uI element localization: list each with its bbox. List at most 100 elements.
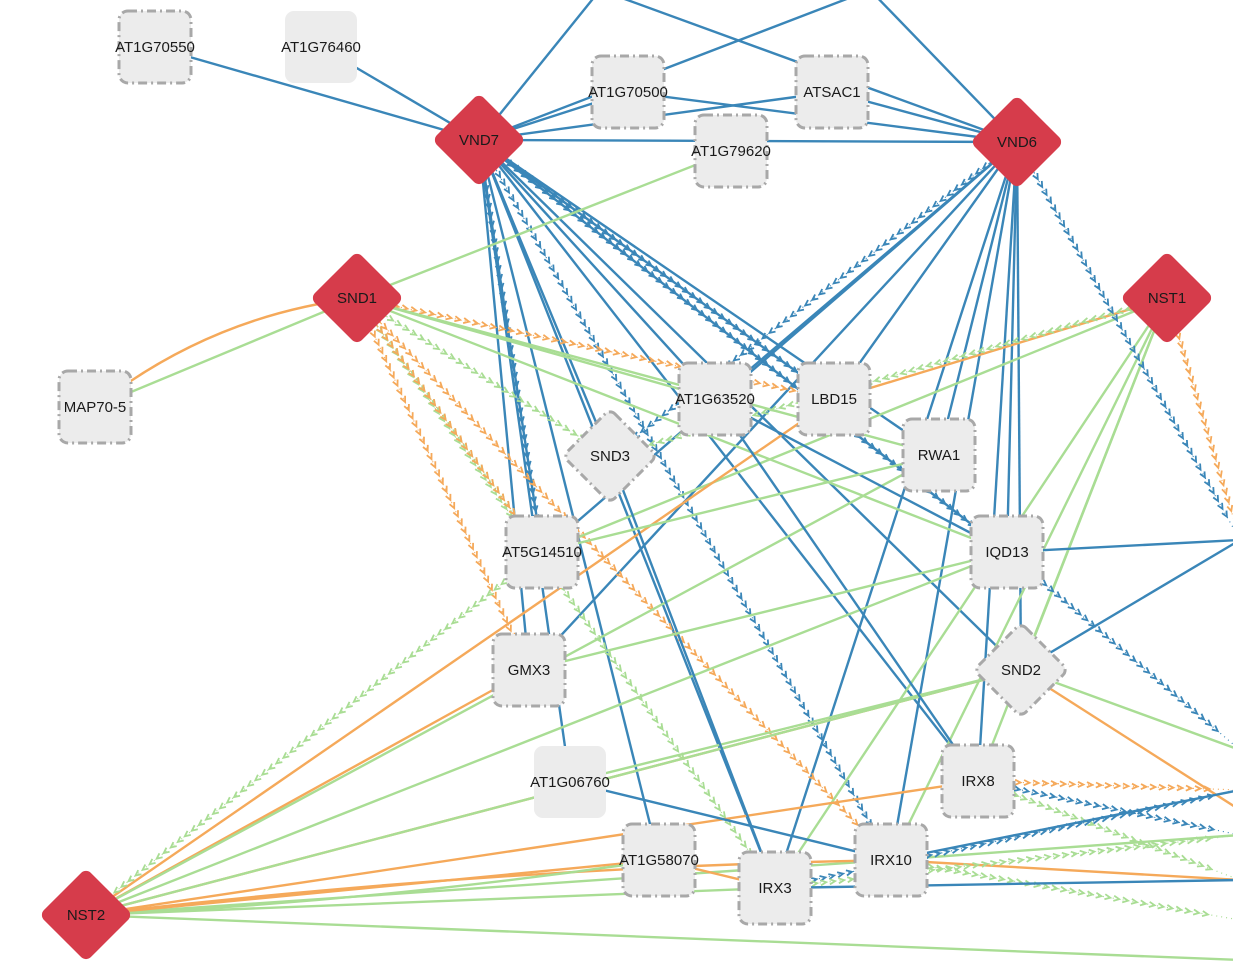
edge-arrowhead (1124, 337, 1132, 346)
edge-arrowhead (1074, 608, 1083, 616)
node-IRX10[interactable]: IRX10 (853, 822, 929, 898)
edge-arrowhead (376, 326, 384, 335)
node-RWA1[interactable]: RWA1 (901, 417, 977, 493)
edge-AT5G14510-NST2[interactable] (85, 551, 543, 916)
edge-AT1G06760-IRX10[interactable] (569, 780, 892, 862)
edge-VND6-RWA1[interactable] (937, 141, 1019, 456)
edge-VND6-LBD15[interactable] (833, 141, 1018, 400)
edge-arrowhead (1075, 797, 1084, 805)
edge-VND6-offscreen[interactable] (1016, 141, 1233, 540)
edge-IRX10-offscreen[interactable] (890, 858, 1233, 881)
edge-IRX10-offscreen[interactable] (890, 834, 1233, 862)
edge-arrowhead (1189, 821, 1198, 829)
edge-VND7-GMX3[interactable] (477, 139, 531, 671)
node-AT1G70550[interactable]: AT1G70550 (115, 9, 195, 85)
edge-VND7-IRX8[interactable] (478, 139, 979, 782)
edge-arrowhead (729, 825, 737, 834)
node-AT5G14510[interactable]: AT5G14510 (502, 514, 582, 590)
node-AT1G06760[interactable]: AT1G06760 (530, 746, 610, 818)
edge-arrowhead (861, 811, 868, 820)
node-LBD15[interactable]: LBD15 (796, 361, 872, 437)
edge-IRX8-offscreen[interactable] (977, 780, 1233, 835)
edge-AT1G63520-IQD13[interactable] (714, 397, 1008, 554)
edge-VND6-GMX3[interactable] (528, 141, 1018, 671)
edge-NST1-IRX3[interactable] (774, 297, 1168, 889)
edge-NST1-LBD15[interactable] (833, 296, 1168, 401)
node-GMX3[interactable]: GMX3 (491, 632, 567, 708)
node-AT1G63520[interactable]: AT1G63520 (675, 361, 755, 437)
edge-arrowhead (448, 394, 456, 403)
node-SND1[interactable]: SND1 (310, 251, 404, 345)
edge-AT1G58070-NST2[interactable] (85, 858, 660, 917)
edge-SND1-AT5G14510[interactable] (356, 297, 543, 553)
edge-arrowhead (1129, 835, 1138, 842)
edge-IQD13-NST2[interactable] (85, 550, 1008, 917)
edge-IQD13-offscreen[interactable] (1006, 539, 1233, 554)
edge-arrowhead (1045, 803, 1054, 811)
node-AT1G70500[interactable]: AT1G70500 (588, 54, 668, 130)
edge-arrowhead (1115, 643, 1124, 651)
edge-VND6-IRX3[interactable] (773, 141, 1019, 889)
edge-arrowhead (1058, 220, 1066, 229)
edge-NST2-offscreen[interactable] (85, 913, 1233, 961)
edge-IRX8-offscreen[interactable] (977, 778, 1233, 793)
edge-VND7-offscreen[interactable] (478, 0, 870, 142)
edge-SND1-AT1G79620[interactable] (356, 149, 732, 300)
edge-VND6-SND2[interactable] (1015, 141, 1023, 671)
edge-VND7-IRX3[interactable] (477, 139, 777, 889)
edge-line (85, 858, 660, 917)
edge-IRX8-offscreen[interactable] (977, 780, 1233, 880)
edge-IRX8-NST2[interactable] (85, 779, 979, 917)
edge-AT1G63520-IRX8[interactable] (714, 398, 979, 782)
edge-VND6-offscreen[interactable] (870, 0, 1018, 143)
edge-VND6-IQD13[interactable] (1005, 141, 1019, 553)
node-NST2[interactable]: NST2 (39, 868, 133, 962)
edge-AT1G70550-VND7[interactable] (154, 45, 480, 142)
node-IRX8[interactable]: IRX8 (940, 743, 1016, 819)
edge-arrowhead (641, 265, 649, 273)
node-NST1[interactable]: NST1 (1120, 251, 1214, 345)
node-IQD13[interactable]: IQD13 (969, 514, 1045, 590)
edge-arrowhead (516, 395, 525, 403)
edge-IQD13-GMX3[interactable] (528, 550, 1008, 672)
edge-VND7-AT1G58070[interactable] (477, 139, 661, 861)
node-MAP70-5[interactable]: MAP70-5 (57, 369, 133, 445)
edge-IRX10-offscreen[interactable] (890, 859, 1233, 920)
node-SND2[interactable]: SND2 (974, 623, 1068, 717)
node-ATSAC1[interactable]: ATSAC1 (794, 54, 870, 130)
edge-line (1019, 297, 1169, 671)
edge-arrowhead (518, 416, 525, 425)
edge-arrowhead (789, 686, 797, 695)
edge-arrowhead (836, 871, 846, 879)
node-IRX3[interactable]: IRX3 (737, 850, 813, 926)
edge-IRX3-offscreen[interactable] (774, 835, 1233, 889)
edge-LBD15-NST2[interactable] (85, 398, 835, 916)
edge-SND2-offscreen[interactable] (1020, 668, 1233, 810)
edge-arrowhead (651, 715, 659, 724)
node-VND7[interactable]: VND7 (432, 93, 526, 187)
edge-SND2-offscreen[interactable] (1020, 668, 1233, 750)
node-AT1G58070[interactable]: AT1G58070 (619, 822, 699, 898)
edge-SND2-offscreen[interactable] (1020, 540, 1233, 672)
edge-line (356, 149, 732, 300)
node-VND6[interactable]: VND6 (970, 95, 1064, 189)
edge-AT1G58070-NST2[interactable] (85, 858, 660, 917)
edge-arrowhead (429, 398, 437, 407)
edge-arrowhead (653, 609, 661, 618)
edge-VND7-IRX10[interactable] (478, 139, 892, 861)
gene-diamond-shape (564, 410, 656, 502)
edge-arrowhead (739, 349, 748, 357)
edge-SND1-IRX10[interactable] (356, 297, 892, 861)
edge-SND2-AT1G06760[interactable] (569, 668, 1022, 784)
edge-NST1-SND2[interactable] (1019, 297, 1169, 671)
node-AT1G76460[interactable]: AT1G76460 (281, 11, 361, 83)
edge-IRX3-offscreen[interactable] (774, 878, 1233, 890)
node-AT1G79620[interactable]: AT1G79620 (691, 113, 771, 189)
edge-VND6-IRX10[interactable] (889, 141, 1019, 861)
edge-SND1-LBD15[interactable] (356, 297, 835, 400)
edge-RWA1-AT5G14510[interactable] (541, 453, 940, 554)
edge-SND1-MAP70-5[interactable] (94, 296, 358, 409)
node-SND3[interactable]: SND3 (563, 409, 657, 503)
edge-VND7-AT1G63520[interactable] (478, 139, 716, 400)
